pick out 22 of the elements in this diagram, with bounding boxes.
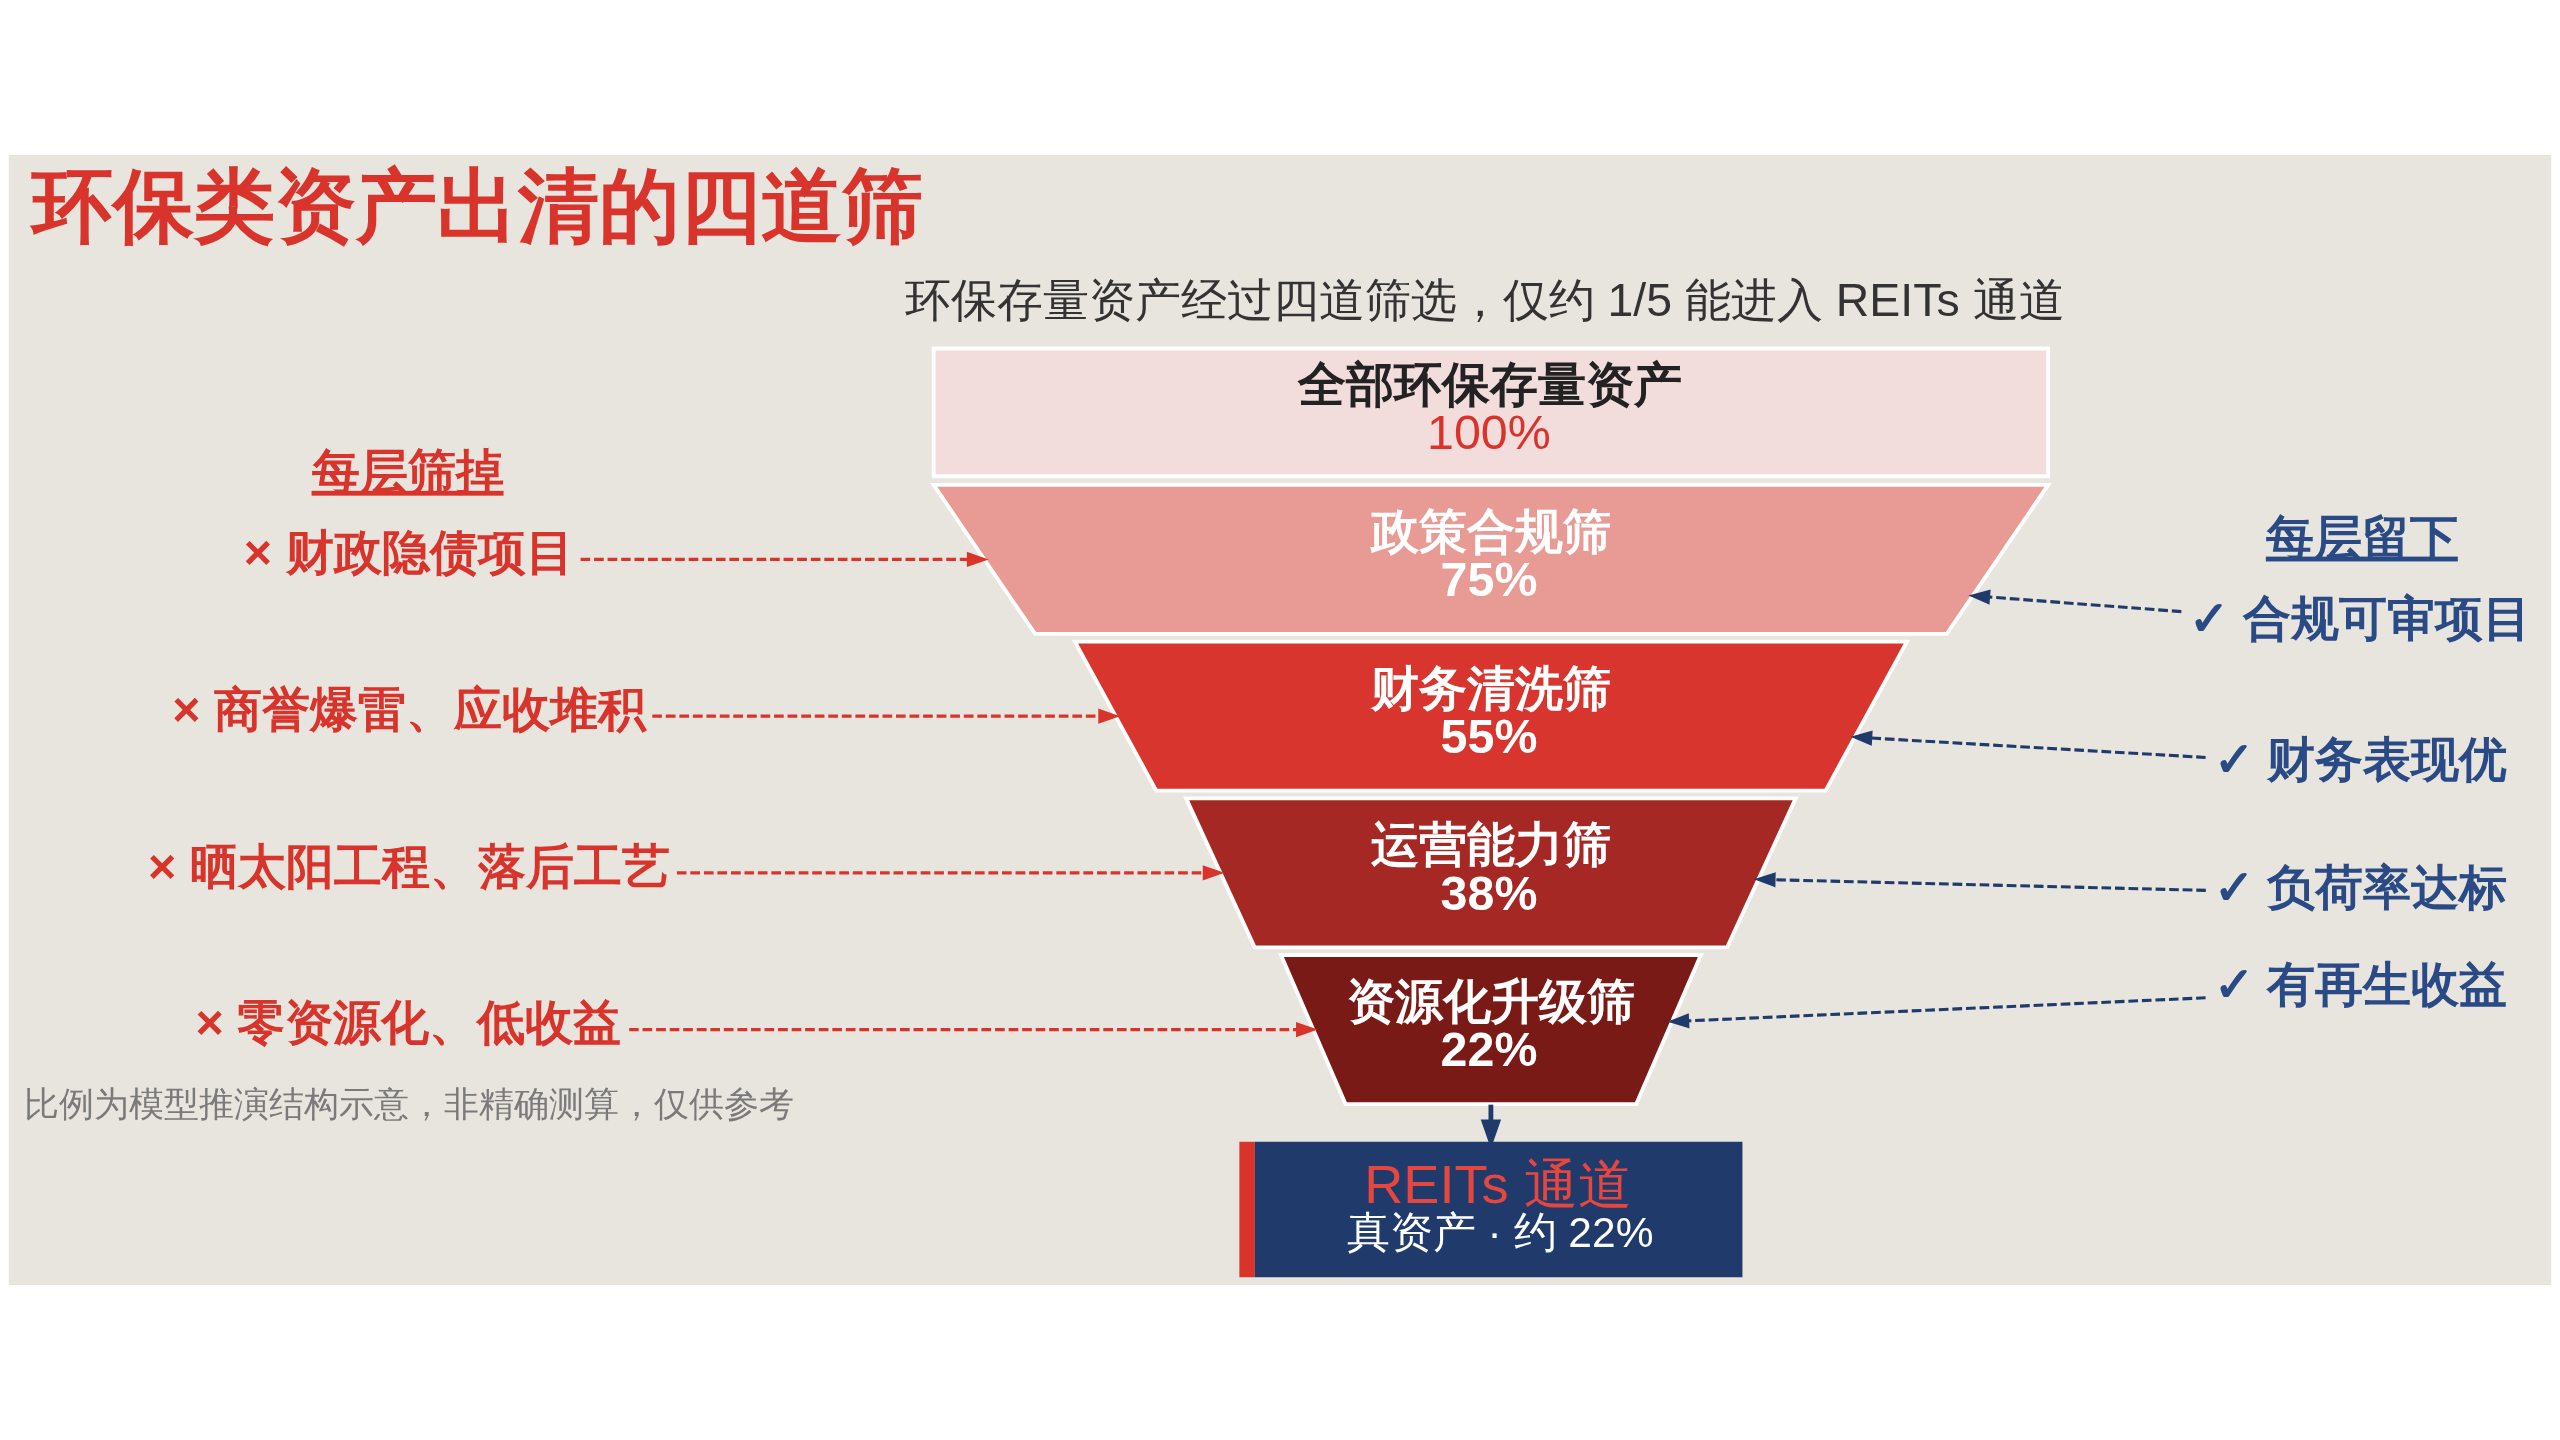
node-text: ✓ 负荷率达标 [2213, 859, 2508, 914]
arrow [676, 865, 1225, 881]
label: 环保存量资产经过四道筛选，仅约 1/5 能进入 REITs 通道 [904, 273, 2065, 326]
arrow [629, 1022, 1318, 1038]
label: 每层筛掉 [311, 443, 504, 498]
node-text: ✓ 财务表现优 [2213, 732, 2508, 787]
node-box: 全部环保存量资产 100% [931, 346, 2051, 479]
node-text: × 财政隐债项目 [243, 525, 574, 580]
arrow [580, 551, 989, 567]
arrow [652, 708, 1120, 724]
arrow [1968, 589, 2182, 614]
node-text: ✓ 有再生收益 [2213, 956, 2508, 1011]
arrow [1850, 730, 2206, 759]
arrow [1667, 996, 2206, 1029]
caption: 比例为模型推演结构示意，非精确测算，仅供参考 [24, 1083, 795, 1123]
node-text: × 零资源化、低收益 [195, 995, 622, 1050]
arrow [1753, 872, 2206, 892]
node-text: ✓ 合规可审项目 [2189, 590, 2531, 645]
node-text: × 晒太阳工程、落后工艺 [148, 838, 670, 893]
diagram-title: 环保类资产出清的四道筛 [31, 159, 923, 251]
node-text: × 商誉爆雷、应收堆积 [172, 681, 646, 736]
label: 每层留下 [2265, 509, 2458, 564]
